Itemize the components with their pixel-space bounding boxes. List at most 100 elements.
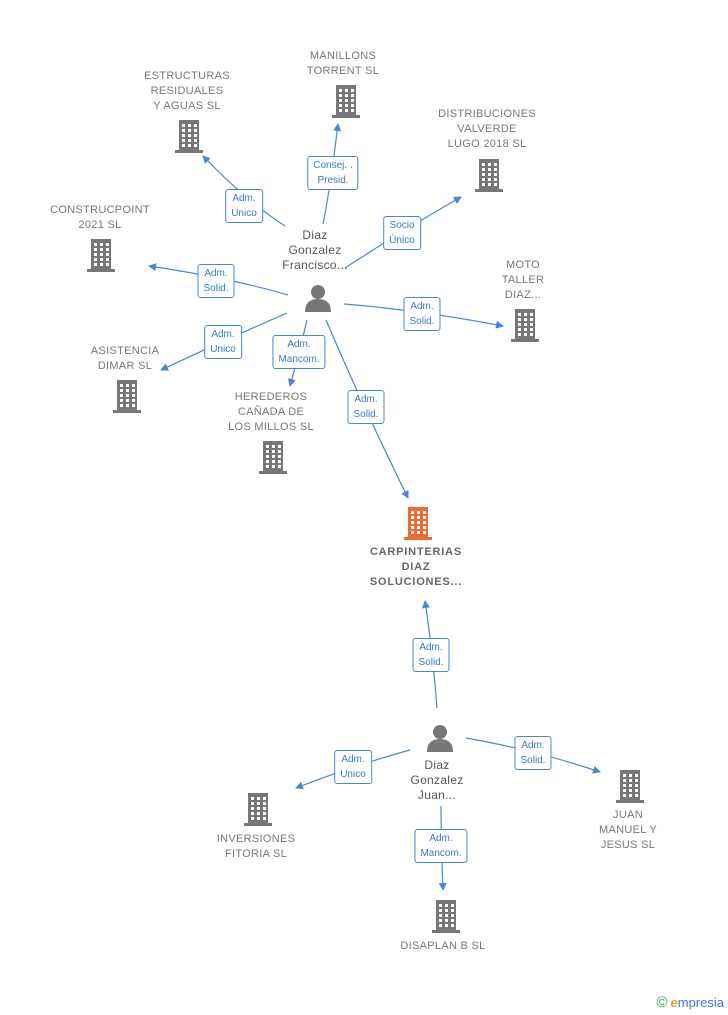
node-label-line: CAÑADA DE [237, 406, 305, 418]
node-label-line: HEREDEROS [234, 391, 308, 403]
relation-label-line: Adm. [429, 833, 453, 844]
relation-label: Adm. Solid. [197, 264, 235, 298]
company-node[interactable] [508, 307, 542, 348]
node-label-line: Diaz [424, 758, 450, 772]
focus-company-node[interactable] [401, 505, 435, 546]
node-label-line: Y AGUAS SL [153, 100, 221, 112]
relation-label-line: Unico [340, 769, 366, 780]
relation-label: Adm. Solid. [514, 736, 552, 770]
relation-label-line: Adm. [521, 740, 545, 751]
node-label-line: RESIDUALES [150, 85, 224, 97]
relation-label-line: Adm. [204, 268, 228, 279]
relation-label-line: Solid. [418, 657, 444, 668]
relation-label-line: Adm. [341, 754, 365, 765]
node-label-line: JUAN [613, 809, 643, 821]
company-node[interactable] [256, 439, 290, 480]
node-label-line: VALVERDE [457, 123, 517, 135]
relation-label-line: Adm. [287, 339, 311, 350]
node-label-line: FITORIA SL [224, 848, 288, 860]
node-label-line: LOS MILLOS SL [228, 421, 314, 433]
node-label-line: CONSTRUCPOINT [50, 204, 150, 216]
node-label-line: 2021 SL [78, 219, 122, 231]
company-node[interactable] [613, 768, 647, 809]
relation-label-line: Mancom. [278, 354, 320, 365]
node-label-line: TORRENT SL [306, 65, 380, 77]
node-label-line: DIAZ [401, 561, 431, 573]
company-node[interactable] [172, 118, 206, 159]
person-icon [305, 285, 331, 312]
copyright-icon: © [656, 994, 668, 1011]
relation-label-line: Adm. [232, 193, 256, 204]
company-name[interactable]: ESTRUCTURAS RESIDUALES Y AGUAS SL [144, 69, 230, 114]
brand-name: mpresia [677, 995, 724, 1010]
node-label-line: Gonzalez [410, 773, 464, 787]
building-icon [332, 85, 360, 118]
relation-label-line: Consej. . [313, 160, 353, 171]
relation-label-line: Socio [389, 220, 415, 231]
company-name[interactable]: CONSTRUCPOINT 2021 SL [50, 203, 150, 233]
company-name[interactable]: DISTRIBUCIONES VALVERDE LUGO 2018 SL [438, 107, 536, 152]
relation-label: Consej. .Presid. [307, 156, 359, 190]
relation-label-line: Unico [231, 208, 257, 219]
person-icon [427, 725, 453, 752]
node-label-line: MOTO [506, 259, 540, 271]
relation-label-line: Adm. [419, 642, 443, 653]
person-node[interactable] [425, 723, 455, 758]
node-label-line: JESUS SL [600, 839, 656, 851]
building-icon [404, 507, 432, 540]
node-label-line: ESTRUCTURAS [144, 70, 230, 82]
company-node[interactable] [110, 378, 144, 419]
relation-label: Adm. Mancom. [272, 335, 326, 369]
relation-label-line: Solid. [353, 409, 379, 420]
relation-label: Adm. Solid. [403, 297, 441, 331]
relation-label-line: Solid. [520, 755, 546, 766]
company-node[interactable] [241, 791, 275, 832]
relation-label: Adm. Unico [334, 750, 372, 784]
node-label-line: LUGO 2018 SL [447, 138, 527, 150]
relation-label-line: Solid. [203, 283, 229, 294]
building-icon [475, 159, 503, 192]
building-icon [87, 239, 115, 272]
node-label-line: Juan... [417, 788, 457, 802]
relation-label-line: Adm. [410, 301, 434, 312]
node-label-line: ASISTENCIA [90, 345, 160, 357]
node-label-line: DISAPLAN B SL [400, 940, 486, 952]
company-name[interactable]: DISAPLAN B SL [400, 939, 485, 954]
relation-label: Adm. Unico [225, 189, 263, 223]
relation-label: Adm. Solid. [412, 638, 450, 672]
building-icon [244, 793, 272, 826]
relation-label-line: Solid. [409, 316, 435, 327]
node-label-line: Francisco... [282, 258, 348, 272]
relation-label-line: Unico [210, 344, 236, 355]
person-node[interactable] [303, 283, 333, 318]
relation-label: Adm.Solid. [347, 390, 385, 424]
company-node[interactable] [472, 157, 506, 198]
node-label-line: DISTRIBUCIONES [438, 108, 536, 120]
company-name[interactable]: HEREDEROS CAÑADA DE LOS MILLOS SL [228, 390, 314, 435]
company-node[interactable] [329, 83, 363, 124]
building-icon [113, 380, 141, 413]
brand-watermark: ©empresia [656, 994, 724, 1011]
relation-label-line: Mancom. [420, 848, 462, 859]
relation-label-line: Adm. [211, 329, 235, 340]
node-label-line: DIMAR SL [97, 360, 153, 372]
building-icon [175, 120, 203, 153]
building-icon [259, 441, 287, 474]
company-node[interactable] [429, 898, 463, 939]
building-icon [432, 900, 460, 933]
brand-initial: e [670, 995, 678, 1010]
node-label-line: TALLER [501, 274, 545, 286]
building-icon [616, 770, 644, 803]
company-node[interactable] [84, 237, 118, 278]
company-name[interactable]: ASISTENCIA DIMAR SL [91, 344, 159, 374]
